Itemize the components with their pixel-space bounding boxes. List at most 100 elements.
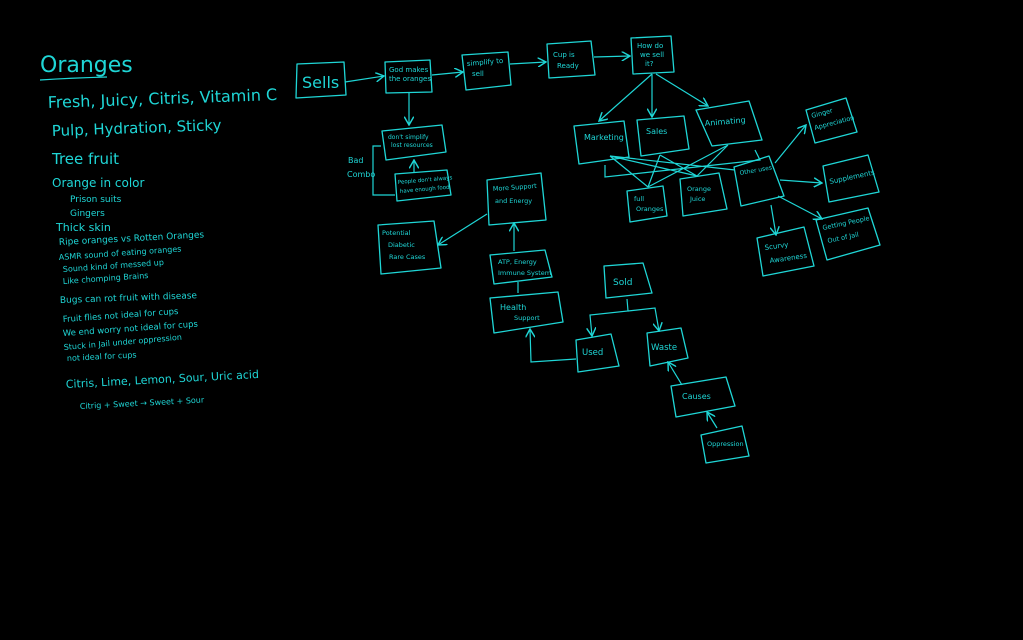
note-line: Citris, Lime, Lemon, Sour, Uric acid — [65, 368, 259, 391]
node-box — [377, 220, 442, 275]
node-label: Support — [514, 314, 540, 322]
node-label: sell — [472, 70, 484, 78]
edges-channels-to-products — [604, 144, 761, 188]
node-ginger-appreciation[interactable]: Ginger Appreciation — [805, 97, 858, 144]
node-box — [700, 425, 750, 464]
node-label: it? — [645, 60, 654, 68]
node-sold[interactable]: Sold — [603, 262, 653, 299]
node-how-do-we-sell-it[interactable]: How do we sell it? — [630, 35, 675, 75]
edge-sold-waste — [627, 307, 659, 331]
node-box — [603, 262, 653, 299]
node-people-dont-have-food[interactable]: People don't always have enough food — [394, 169, 453, 202]
node-box — [695, 100, 763, 147]
note-line: Thick skin — [55, 221, 111, 234]
edge-other-supplements — [779, 180, 822, 183]
node-box — [679, 172, 728, 217]
node-simplify-to-sell[interactable]: simplify to sell — [461, 51, 512, 91]
node-box — [670, 376, 736, 418]
node-label: Sold — [613, 278, 632, 288]
node-label: Causes — [682, 392, 711, 401]
edge-simplify-cup — [509, 62, 546, 64]
node-box — [394, 169, 452, 202]
node-box — [546, 40, 596, 79]
node-other-uses[interactable]: Other uses — [733, 155, 785, 207]
node-label: How do — [637, 42, 663, 50]
label-bad-combo: Bad Combo — [347, 156, 375, 179]
node-box — [489, 249, 553, 285]
edge-other-scurvy — [771, 204, 776, 235]
node-dont-simplify[interactable]: don't simplify lost resources — [381, 124, 447, 161]
node-box — [489, 291, 564, 334]
node-waste[interactable]: Waste — [646, 327, 689, 367]
node-label: and Energy — [495, 197, 532, 205]
node-label: we sell — [640, 51, 664, 59]
node-label: Marketing — [584, 133, 624, 142]
note-line: Orange in color — [52, 176, 145, 190]
node-label: Cup is — [553, 51, 575, 59]
note-line: not ideal for cups — [67, 350, 137, 363]
node-box — [733, 155, 785, 207]
node-label: Ginger — [810, 106, 833, 119]
edge-other-jail — [777, 195, 822, 219]
node-label: More Support — [493, 182, 538, 193]
node-label: Combo — [347, 170, 375, 179]
note-line: Prison suits — [70, 195, 122, 205]
note-line: Tree fruit — [51, 150, 119, 168]
node-sells[interactable]: Sells — [295, 61, 347, 99]
node-box — [756, 226, 815, 277]
node-label: Diabetic — [388, 241, 415, 249]
node-supplements[interactable]: Supplements — [822, 154, 880, 203]
node-cup-is-ready[interactable]: Cup is Ready — [546, 40, 596, 79]
node-full-oranges[interactable]: full Oranges — [626, 185, 668, 223]
node-health-support[interactable]: Health Support — [489, 291, 564, 334]
edge-other-ginger — [774, 125, 806, 164]
node-atp-energy-immune-system[interactable]: ATP, Energy Immune System — [489, 249, 553, 285]
node-label: Oppression — [707, 440, 744, 448]
node-label: have enough food — [400, 185, 450, 195]
node-label: full — [634, 195, 644, 203]
node-box — [575, 333, 620, 373]
node-animating[interactable]: Animating — [695, 100, 763, 147]
node-more-support-and-energy[interactable]: More Support and Energy — [486, 172, 547, 226]
title-underline — [39, 76, 108, 81]
node-label: Supplements — [829, 168, 876, 185]
node-god-makes-oranges[interactable]: God makes the oranges — [384, 59, 433, 94]
node-box — [486, 172, 547, 226]
edge-used-health — [530, 329, 577, 363]
node-used[interactable]: Used — [575, 333, 620, 373]
note-line: Bugs can rot fruit with disease — [60, 291, 198, 306]
note-line: Like chomping Brains — [63, 271, 149, 286]
node-box — [295, 61, 347, 99]
node-label: don't simplify — [388, 134, 429, 141]
node-label: People don't always — [398, 175, 453, 186]
node-label: Ready — [557, 62, 579, 70]
node-box — [822, 154, 880, 203]
node-label: lost resources — [391, 142, 433, 149]
edge-sells-god — [344, 76, 384, 83]
node-box — [646, 327, 689, 367]
node-oppression[interactable]: Oppression — [700, 425, 750, 464]
note-line: Fresh, Juicy, Citris, Vitamin C — [47, 85, 277, 112]
edges — [344, 56, 822, 429]
node-label: Oranges — [636, 205, 664, 213]
node-box — [626, 185, 668, 223]
note-line: Gingers — [70, 209, 105, 219]
edge-cup-how — [593, 56, 630, 57]
edge-how-marketing — [599, 73, 653, 121]
node-label: Other uses — [739, 164, 772, 177]
node-scurvy-awareness[interactable]: Scurvy Awareness — [756, 226, 815, 277]
edge-support-diabetic — [438, 213, 488, 245]
node-label: Sells — [302, 73, 339, 92]
node-getting-people-out-of-jail[interactable]: Getting People Out of Jail — [815, 207, 881, 261]
node-label: Immune System — [498, 269, 551, 277]
node-causes[interactable]: Causes — [670, 376, 736, 418]
node-marketing[interactable]: Marketing — [573, 120, 630, 165]
node-box — [815, 207, 881, 261]
node-box — [384, 59, 433, 94]
node-orange-juice[interactable]: Orange Juice — [679, 172, 728, 217]
node-sales[interactable]: Sales — [636, 115, 690, 157]
edge-oppression-causes — [707, 412, 718, 429]
node-potential-diabetic-rare-cases[interactable]: Potential Diabetic Rare Cases — [377, 220, 442, 275]
node-label: Scurvy — [764, 241, 789, 252]
